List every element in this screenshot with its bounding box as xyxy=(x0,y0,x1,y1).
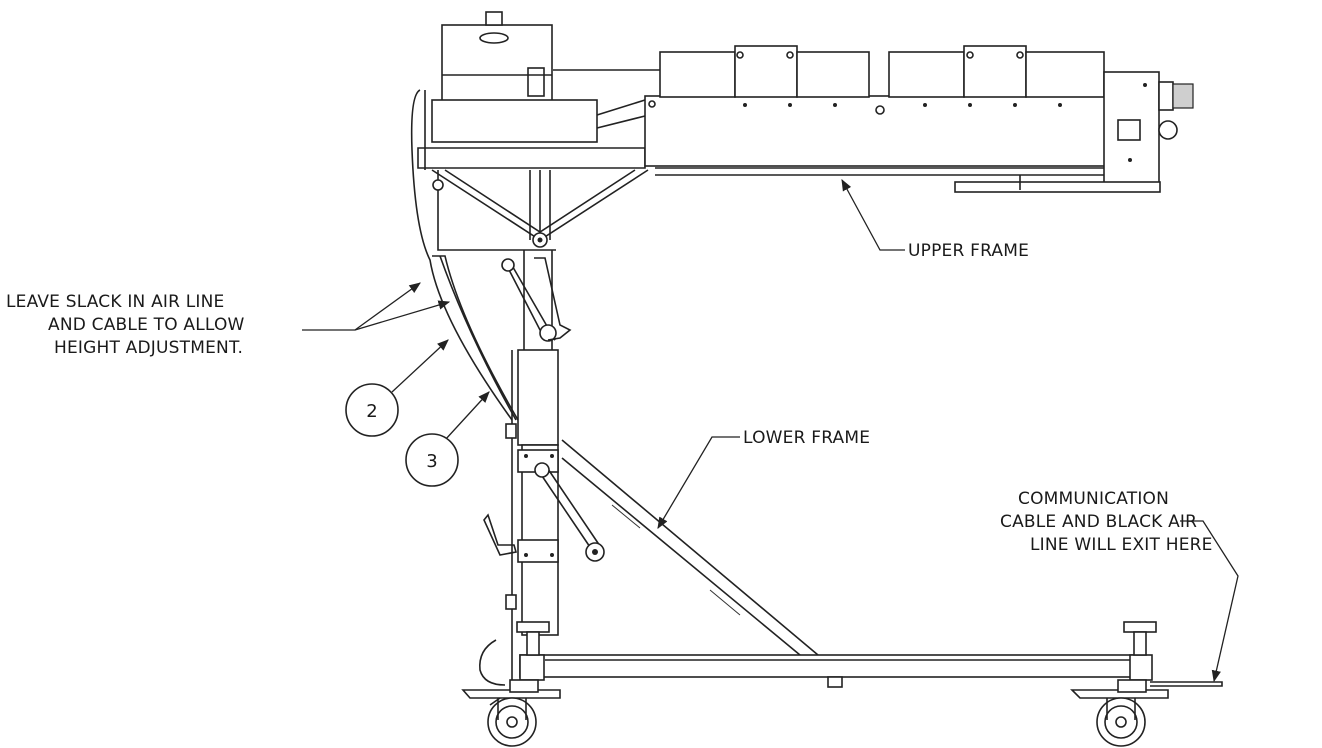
slack-note-line-2: AND CABLE TO ALLOW xyxy=(48,315,245,335)
truss xyxy=(431,169,649,251)
lower-frame-label: LOWER FRAME xyxy=(743,428,870,448)
balloon-2: 2 xyxy=(345,339,449,437)
upper-frame-label: UPPER FRAME xyxy=(908,241,1029,261)
exit-note-line-3: LINE WILL EXIT HERE xyxy=(1030,535,1213,555)
base xyxy=(461,621,1223,747)
exit-note-callout: COMMUNICATION CABLE AND BLACK AIR LINE W… xyxy=(1000,489,1239,683)
column xyxy=(483,250,605,680)
exit-note-line-2: CABLE AND BLACK AIR xyxy=(1000,512,1197,532)
balloon-2-number: 2 xyxy=(366,401,377,422)
slack-note-line-1: LEAVE SLACK IN AIR LINE xyxy=(6,292,224,312)
balloon-3-number: 3 xyxy=(426,451,437,472)
slack-note-line-3: HEIGHT ADJUSTMENT. xyxy=(54,338,243,358)
upper-frame xyxy=(417,11,1194,193)
air-line-and-cable xyxy=(410,89,519,686)
slack-note-callout: LEAVE SLACK IN AIR LINE AND CABLE TO ALL… xyxy=(6,282,451,358)
balloon-3: 3 xyxy=(405,391,490,487)
lower-frame-callout: LOWER FRAME xyxy=(657,428,870,530)
exit-note-line-1: COMMUNICATION xyxy=(1018,489,1169,509)
upper-frame-callout: UPPER FRAME xyxy=(841,178,1029,261)
lower-frame-brace xyxy=(561,439,819,656)
